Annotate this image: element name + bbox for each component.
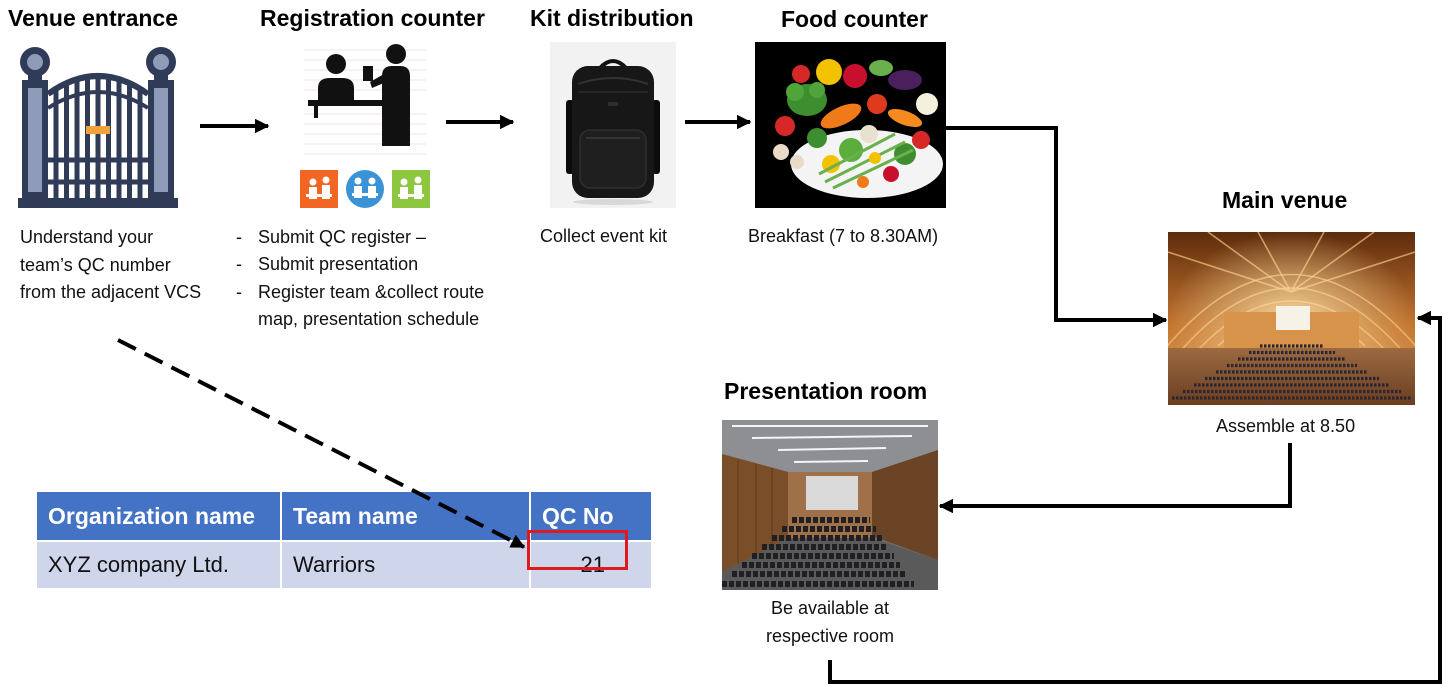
cell-organization-name: XYZ company Ltd.	[37, 540, 281, 588]
bullet-text: Submit QC register –	[258, 227, 427, 247]
food-counter-title: Food counter	[781, 6, 928, 32]
main-venue-description: Assemble at 8.50	[1216, 416, 1356, 436]
kit-distribution-title: Kit distribution	[530, 5, 694, 31]
venue-entrance-description: Understand your team’s QC number from th…	[20, 224, 201, 307]
presentation-room-title: Presentation room	[724, 378, 928, 404]
table-row: XYZ company Ltd. Warriors 21	[37, 540, 651, 588]
venue-entrance-title: Venue entrance	[8, 5, 179, 31]
description-line: respective room	[765, 625, 895, 646]
description-line: team’s QC number	[20, 254, 171, 275]
bullet-text: Submit presentation	[258, 254, 419, 275]
bullet-text-line: Register team &collect route	[258, 281, 485, 302]
header-team-name: Team name	[280, 492, 530, 541]
kit-distribution-description: Collect event kit	[540, 226, 668, 246]
cell-qc-no: 21	[529, 540, 651, 588]
bullet-item: - Submit QC register –	[236, 224, 484, 251]
arrow-food-to-main-venue	[946, 126, 1168, 328]
bullet-text-line: map, presentation schedule	[258, 308, 480, 329]
description-line: Understand your	[20, 227, 154, 247]
registration-counter-image	[300, 42, 430, 208]
food-platter-image	[755, 42, 946, 208]
bullet-marker: -	[236, 227, 242, 247]
gate-image	[18, 42, 178, 208]
bullet-item: - Register team &collect route map, pres…	[236, 279, 484, 334]
food-counter-description: Breakfast (7 to 8.30AM)	[748, 226, 939, 246]
registration-counter-title: Registration counter	[260, 5, 485, 31]
qc-number-highlight-box	[527, 530, 628, 570]
description-line: Be available at	[770, 598, 890, 618]
presentation-room-description: Be available at respective room	[730, 595, 930, 650]
bullet-marker: -	[236, 281, 242, 302]
backpack-image	[550, 42, 676, 208]
arrow-main-venue-to-presentation-room	[938, 443, 1292, 514]
bullet-item: - Submit presentation	[236, 251, 484, 278]
cell-team-name: Warriors	[280, 540, 530, 588]
main-venue-image	[1168, 232, 1415, 405]
registration-steps-list: - Submit QC register – - Submit presenta…	[236, 224, 484, 333]
header-organization-name: Organization name	[37, 492, 281, 541]
bullet-text: Register team &collect route map, presen…	[258, 279, 484, 334]
main-venue-title: Main venue	[1222, 187, 1348, 213]
description-line: from the adjacent VCS	[20, 282, 202, 302]
bullet-marker: -	[236, 254, 242, 275]
presentation-room-image	[722, 420, 938, 590]
